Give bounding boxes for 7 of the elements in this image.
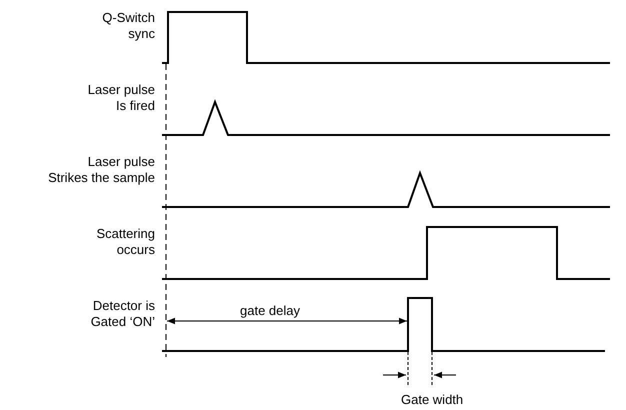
signal-label: Detector is Gated ‘ON’ <box>90 298 155 330</box>
dimension-label: Gate width <box>401 392 464 408</box>
signal-label: Laser pulse Strikes the sample <box>47 154 155 186</box>
signal-label: Q-Switch sync <box>101 10 155 42</box>
signal-label: Scattering occurs <box>95 226 155 258</box>
dimension-label: gate delay <box>240 303 300 319</box>
signal-label: Laser pulse Is fired <box>86 82 155 114</box>
